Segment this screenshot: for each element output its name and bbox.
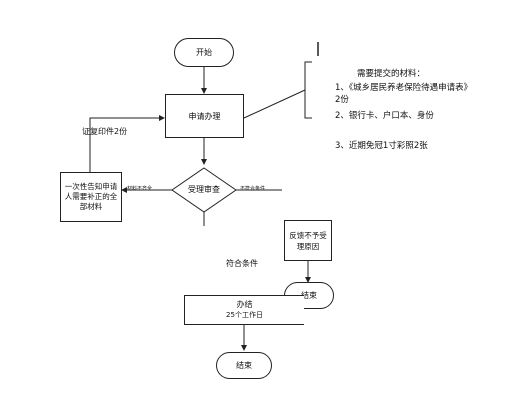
approve-days: 25个工作日 [226, 311, 263, 319]
end-reject-label: 结束 [301, 291, 317, 300]
materials-item-2: 2、银行卡、户口本、身份 [335, 111, 434, 121]
apply-node: 申请办理 [165, 94, 244, 138]
apply-label: 申请办理 [188, 111, 221, 121]
materials-item-3: 3、近期免冠1寸彩照2张 [335, 141, 428, 151]
notify-node: 一次性告知申请人需要补正的全部材料 [60, 172, 122, 222]
reject-label: 反馈不予受理原因 [289, 230, 327, 251]
edge-label-incomplete: 材料不齐全 [127, 186, 153, 192]
materials-item-1: 1、《城乡居民养老保险待遇申请表》2份 [335, 83, 473, 105]
approve-title: 办结 [236, 300, 253, 309]
end-main-label: 结束 [236, 361, 252, 370]
reject-node: 反馈不予受理原因 [284, 220, 332, 261]
edge-label-met: 符合条件 [226, 259, 258, 268]
edge-label-not-met: 不符合条件 [240, 186, 266, 192]
start-node: 开始 [174, 38, 234, 67]
edge-notify-apply [89, 115, 165, 172]
edge-apply-bracket [243, 89, 306, 119]
edge-label-resubmit: 证复印件2份 [82, 127, 128, 136]
materials-bracket [304, 61, 312, 119]
notify-label: 一次性告知申请人需要补正的全部材料 [64, 182, 118, 211]
end-main-node: 结束 [216, 352, 272, 379]
approve-node: 办结 25个工作日 [184, 295, 304, 325]
review-label: 受理审查 [188, 185, 220, 194]
materials-title: 需要提交的材料： [357, 69, 426, 79]
start-label: 开始 [196, 48, 212, 57]
